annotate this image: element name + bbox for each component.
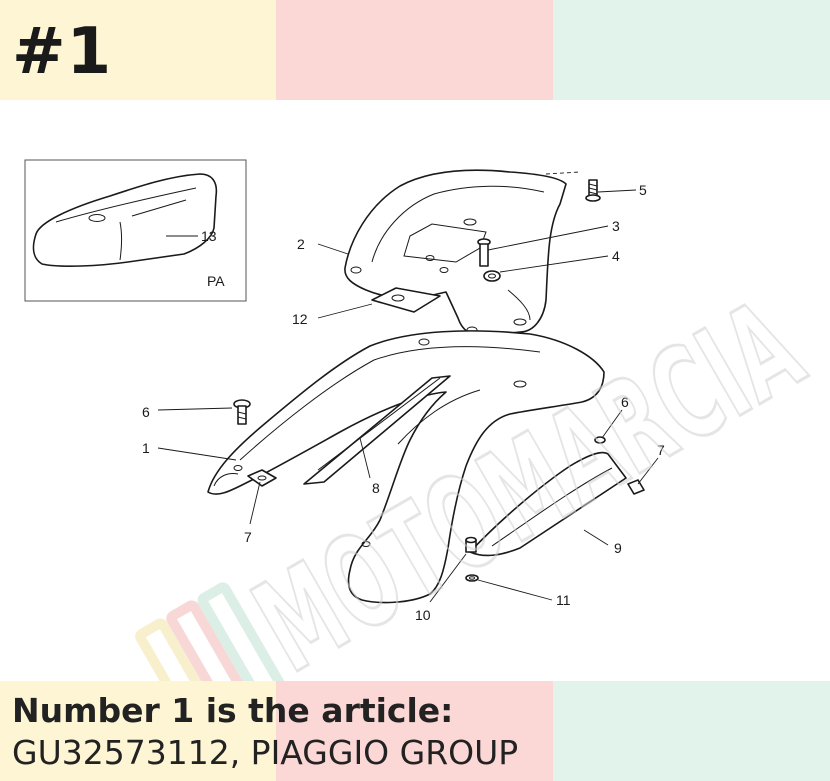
callout-7-right: 7 (657, 442, 665, 458)
callout-6-right: 6 (621, 394, 629, 410)
callout-7-left: 7 (244, 529, 252, 545)
part-8-strip (303, 375, 451, 485)
callout-1: 1 (142, 440, 150, 456)
item-number-title: #1 (12, 15, 113, 89)
callout-6-left: 6 (142, 404, 150, 420)
leader-lines (157, 171, 659, 603)
watermark-stripe-mint (197, 582, 288, 681)
band-yellow (0, 681, 276, 781)
callout-3: 3 (612, 218, 620, 234)
inset-label-pa: PA (207, 273, 225, 289)
part-2-rear-carrier (344, 169, 567, 337)
caption-heading: Number 1 is the article: (12, 691, 454, 730)
callout-13: 13 (201, 228, 217, 244)
part-11-washer (465, 574, 479, 582)
top-color-band (0, 0, 830, 100)
inset-seat-cover: 13 PA (24, 159, 247, 302)
part-4-bushing (483, 270, 501, 282)
part-3-bolt (477, 238, 491, 267)
part-9-side-cover (469, 451, 627, 557)
band-mint (553, 681, 830, 781)
callout-9: 9 (614, 540, 622, 556)
part-12-plate (371, 287, 441, 313)
callout-8: 8 (372, 480, 380, 496)
band-mint (553, 0, 830, 100)
watermark-stripe-pink (166, 600, 257, 681)
caption-article-code: GU32573112, PIAGGIO GROUP (12, 733, 519, 772)
callout-4: 4 (612, 248, 620, 264)
band-pink (276, 681, 553, 781)
exploded-parts-diagram: 13 PA (24, 159, 828, 681)
callout-10: 10 (415, 607, 431, 623)
part-7-clip-left (247, 469, 277, 487)
watermark-stripe-yellow (135, 618, 226, 681)
band-pink (276, 0, 553, 100)
part-7-clip-right (627, 479, 645, 495)
part-6-screw-left (233, 399, 251, 425)
bottom-color-band (0, 681, 830, 781)
callout-2: 2 (297, 236, 305, 252)
part-6-screw-right (594, 436, 606, 444)
band-yellow (0, 0, 276, 100)
callout-5: 5 (639, 182, 647, 198)
callout-numbers: 5 3 4 2 12 6 1 7 8 6 7 9 10 11 (142, 182, 665, 623)
part-10-grommet (465, 536, 477, 553)
callout-12: 12 (292, 311, 308, 327)
part-5-screw (585, 179, 601, 202)
callout-11: 11 (556, 592, 571, 608)
